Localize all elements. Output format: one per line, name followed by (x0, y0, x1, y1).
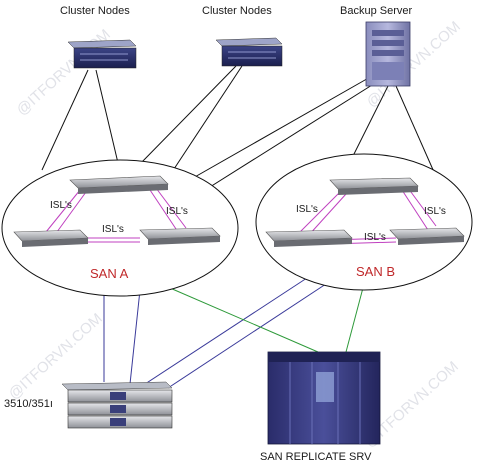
link-san-b-replicate (345, 283, 365, 353)
storage-array (61, 381, 173, 429)
san-a-ellipse (1, 159, 239, 297)
backup-server (365, 21, 411, 87)
backup-server-label: Backup Server (340, 5, 412, 17)
replicate-server-label: SAN REPLICATE SRV (260, 451, 372, 463)
fc-switch (139, 227, 221, 245)
fc-switch (329, 177, 419, 195)
isl-label: ISL's (50, 200, 72, 211)
cluster-node-2 (215, 37, 283, 67)
link-san-a-replicate (169, 287, 319, 353)
cluster-nodes-label: Cluster Nodes (202, 5, 272, 17)
isl-links-san-a (45, 187, 187, 243)
fc-switch (389, 227, 465, 245)
fc-switch (13, 229, 89, 247)
link-cluster2-san-a (139, 65, 237, 165)
link-cluster1-san-a (95, 69, 119, 164)
replicate-server (267, 351, 381, 445)
link-san-b-array (141, 275, 311, 387)
storage-links (103, 275, 365, 389)
storage-array-label: 3510/351ı (4, 398, 53, 410)
link-san-b-array (167, 279, 333, 389)
san-b-label: SAN B (356, 264, 395, 279)
link-backup-san-b (395, 85, 435, 173)
link-san-a-array (129, 289, 141, 385)
fc-switch (69, 175, 169, 194)
watermark-text: @ITFORVN.COM (13, 26, 114, 119)
link-cluster1-san-a (41, 69, 89, 171)
san-a-label: SAN A (90, 266, 129, 281)
host-links (41, 65, 435, 193)
isl-label: ISL's (102, 224, 124, 235)
link-backup-san-a (201, 79, 381, 193)
isl-label: ISL's (296, 204, 318, 215)
san-b-fabric: ISL's ISL's ISL's SAN B (255, 153, 473, 291)
fc-switch (265, 229, 353, 247)
isl-label: ISL's (424, 206, 446, 217)
link-backup-san-a (185, 75, 373, 183)
cluster-node-1 (67, 39, 137, 69)
link-cluster2-san-a (171, 65, 243, 173)
isl-label: ISL's (166, 206, 188, 217)
san-a-fabric: ISL's ISL's ISL's SAN A (1, 159, 239, 297)
isl-label: ISL's (364, 232, 386, 243)
cluster-nodes-label: Cluster Nodes (60, 5, 130, 17)
